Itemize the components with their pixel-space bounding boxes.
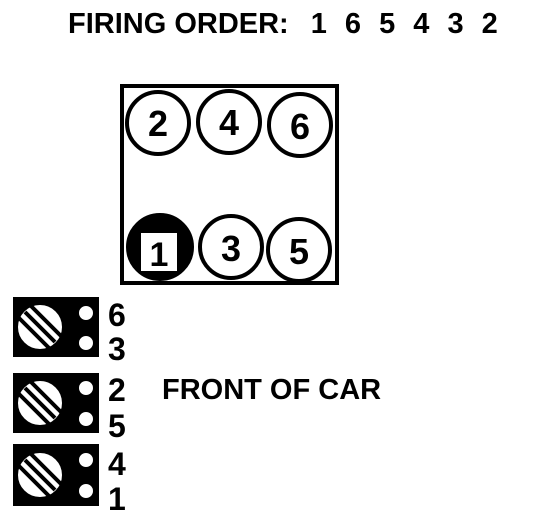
cylinder-2-label: 2 xyxy=(148,103,168,144)
coil-pack-1: 6 3 xyxy=(13,297,126,367)
cylinder-1-label: 1 xyxy=(150,236,169,274)
coil-pack-1-lower-post xyxy=(77,334,95,352)
coil-pack-3-lower-post xyxy=(77,482,95,500)
firing-order-label: FIRING ORDER: xyxy=(68,8,289,40)
cylinder-1-marker xyxy=(141,233,177,271)
firing-order-sequence: 1 6 5 4 3 2 xyxy=(310,8,503,40)
cylinder-3: 3 xyxy=(198,214,264,280)
cylinder-1: 1 xyxy=(126,213,194,281)
cylinder-5: 5 xyxy=(266,217,332,283)
cylinder-5-label: 5 xyxy=(289,231,309,272)
coil-pack-3-upper-number: 4 xyxy=(108,446,126,482)
cylinder-4-label: 4 xyxy=(219,102,239,143)
cylinder-6: 6 xyxy=(267,92,333,158)
front-of-car-label: FRONT OF CAR xyxy=(162,374,382,406)
coil-pack-1-upper-number: 6 xyxy=(108,297,126,333)
cylinder-3-label: 3 xyxy=(221,228,241,269)
cylinder-4: 4 xyxy=(196,89,262,155)
firing-order-title: FIRING ORDER: 1 6 5 4 3 2 xyxy=(68,8,503,41)
coil-pack-1-upper-post xyxy=(77,304,95,322)
coil-pack-3-upper-post xyxy=(77,451,95,469)
coil-pack-2-upper-number: 2 xyxy=(108,372,126,408)
coil-pack-2-lower-post xyxy=(77,410,95,428)
cylinder-6-label: 6 xyxy=(290,106,310,147)
engine-block-outline xyxy=(120,84,339,285)
coil-pack-2-lower-number: 5 xyxy=(108,408,126,444)
coil-pack-2-upper-post xyxy=(77,379,95,397)
coil-pack-2: 2 5 xyxy=(13,372,126,444)
coil-pack-1-lower-number: 3 xyxy=(108,331,126,367)
cylinder-2: 2 xyxy=(125,90,191,156)
coil-pack-3-lower-number: 1 xyxy=(108,481,126,517)
coil-pack-3: 4 1 xyxy=(13,444,126,517)
